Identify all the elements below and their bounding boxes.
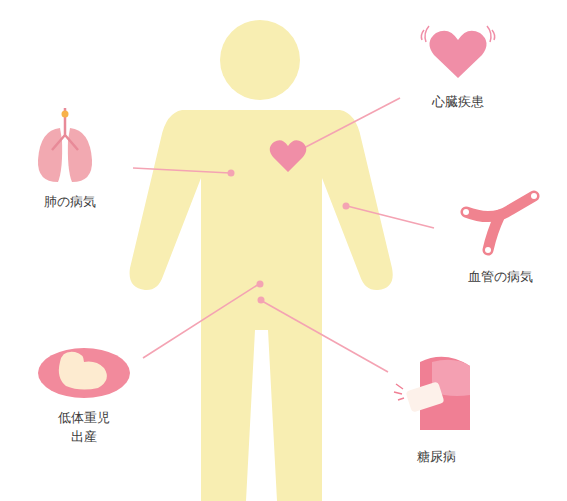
head bbox=[220, 20, 300, 100]
lungs-icon bbox=[38, 108, 92, 182]
heart-icon bbox=[421, 26, 494, 78]
label-text: 肺の病気 bbox=[25, 193, 115, 212]
chest-heart bbox=[270, 140, 307, 172]
leader-lines bbox=[133, 98, 434, 372]
label-text: 心臓疾患 bbox=[413, 93, 503, 112]
label-text: 低体重児 出産 bbox=[54, 409, 114, 447]
body-figure bbox=[130, 110, 393, 501]
vessel-icon bbox=[463, 193, 537, 253]
label-text: 糖尿病 bbox=[396, 448, 476, 467]
diabetes-icon bbox=[394, 357, 470, 430]
leader-dots bbox=[228, 170, 350, 304]
baby-icon bbox=[38, 348, 130, 398]
label-text: 血管の病気 bbox=[450, 268, 550, 287]
